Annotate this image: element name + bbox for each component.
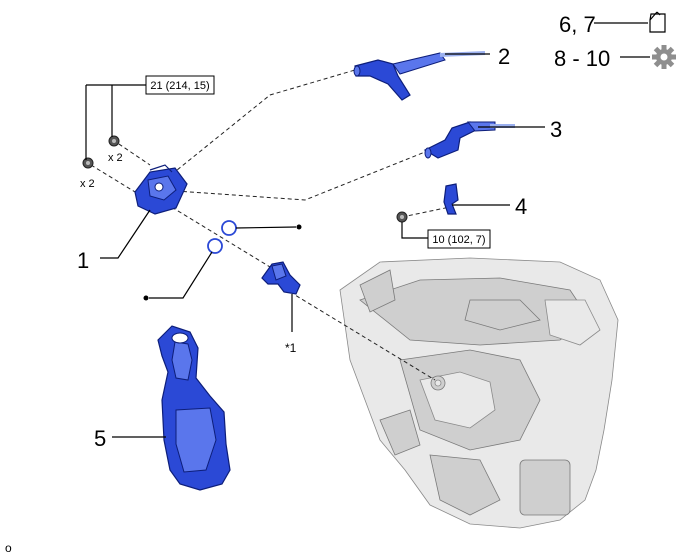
gasket-rings (143, 220, 302, 301)
nut (396, 211, 408, 223)
callout-6-7: 6, 7 (559, 12, 596, 37)
corner-mark: o (5, 541, 12, 555)
callout-8-10: 8 - 10 (554, 46, 610, 71)
bolt-upper (108, 135, 120, 147)
part-1-flange (134, 164, 188, 215)
part-5-converter (112, 325, 231, 491)
part-4-bracket (443, 183, 459, 215)
oil-can-icon (649, 11, 666, 33)
torque-label-21: 21 (214, 15) (150, 80, 209, 92)
part-3-tube (423, 121, 515, 159)
quantity-label-upper: x 2 (108, 152, 123, 164)
callout-star1: *1 (285, 341, 297, 355)
bolt-lower (82, 157, 94, 169)
torque-label-10: 10 (102, 7) (432, 234, 485, 246)
callout-5: 5 (94, 426, 106, 451)
callout-3: 3 (550, 117, 562, 142)
callout-1: 1 (77, 248, 89, 273)
torque-box-21: 21 (214, 15) (145, 75, 215, 95)
callout-4: 4 (515, 194, 527, 219)
callout-2: 2 (498, 44, 510, 69)
gear-icon (652, 45, 676, 69)
part-2-tube (353, 51, 486, 101)
quantity-label-lower: x 2 (80, 178, 95, 190)
part-star1-sensor (261, 261, 301, 332)
callout-leaders (85, 22, 650, 259)
torque-box-10: 10 (102, 7) (427, 229, 491, 249)
engine-block (339, 257, 619, 529)
